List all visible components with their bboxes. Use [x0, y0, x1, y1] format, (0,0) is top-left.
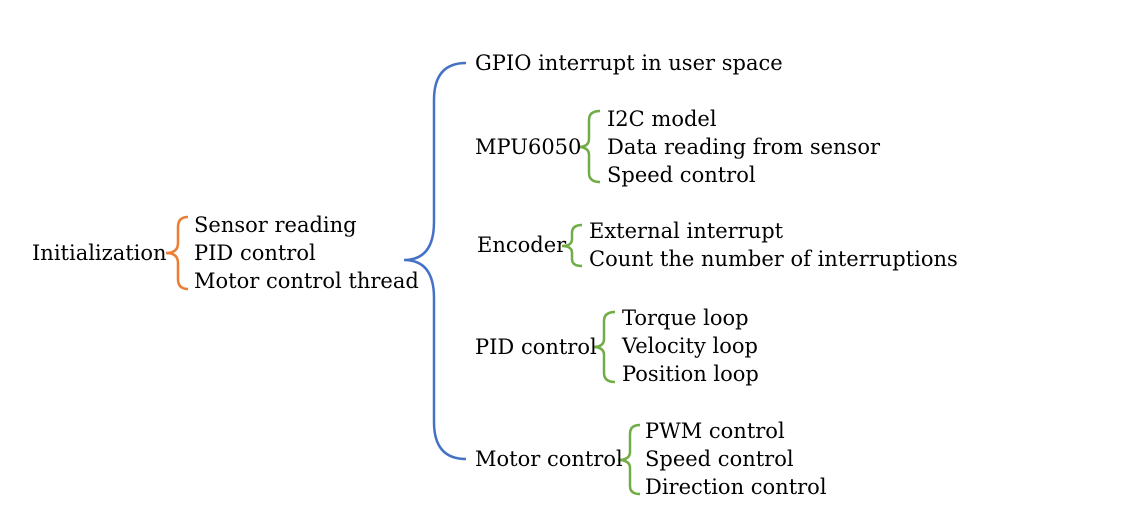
group-motor-label: Motor control [475, 447, 623, 471]
encoder-brace [561, 223, 583, 268]
root-label: Initialization [32, 241, 167, 265]
group-gpio-label: GPIO interrupt in user space [475, 51, 783, 75]
motor-brace [617, 423, 641, 496]
mpu6050-brace [577, 109, 601, 184]
root-child-sensor-reading: Sensor reading [194, 213, 357, 237]
group-pid-label: PID control [475, 335, 597, 359]
root-child-motor-control-thread: Motor control thread [194, 269, 419, 293]
mpu6050-item-i2c-model: I2C model [607, 107, 717, 131]
encoder-item-external-interrupt: External interrupt [589, 219, 784, 243]
group-encoder-label: Encoder [477, 233, 567, 257]
main-brace [403, 61, 467, 461]
motor-item-direction-control: Direction control [645, 475, 827, 499]
mpu6050-item-speed-control: Speed control [607, 163, 756, 187]
encoder-item-count-interruptions: Count the number of interruptions [589, 247, 958, 271]
root-child-pid-control: PID control [194, 241, 316, 265]
motor-item-pwm-control: PWM control [645, 419, 785, 443]
pid-item-torque-loop: Torque loop [622, 306, 749, 330]
pid-item-velocity-loop: Velocity loop [622, 334, 758, 358]
pid-brace [592, 310, 616, 384]
motor-item-speed-control: Speed control [645, 447, 794, 471]
group-mpu6050-label: MPU6050 [475, 135, 582, 159]
root-brace [165, 215, 189, 291]
pid-item-position-loop: Position loop [622, 362, 759, 386]
mpu6050-item-data-reading: Data reading from sensor [607, 135, 881, 159]
